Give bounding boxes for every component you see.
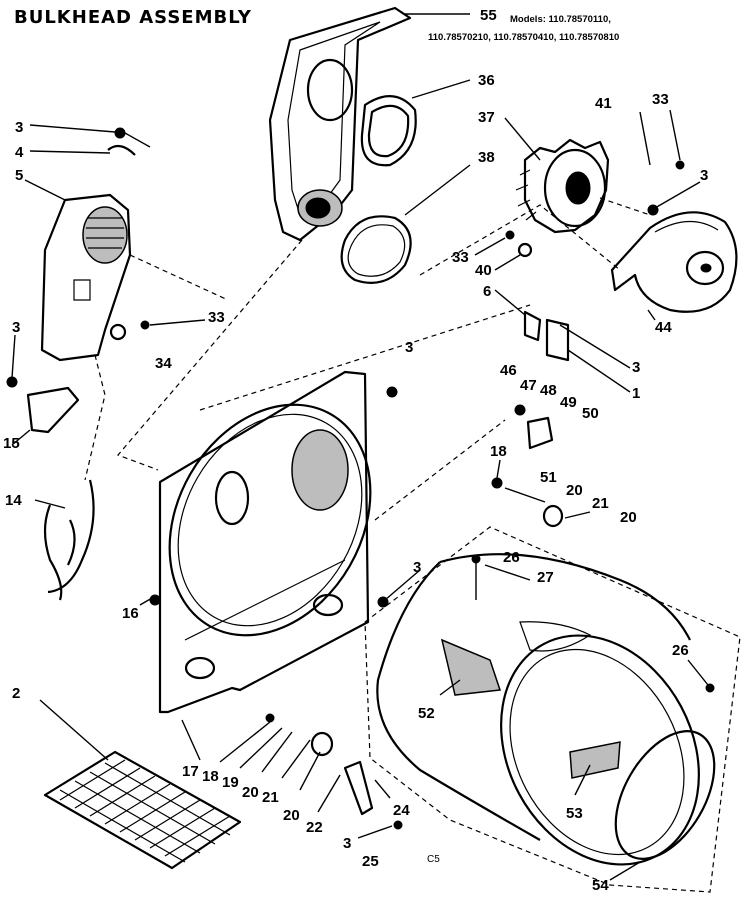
callout-51: 51	[540, 469, 557, 486]
callout-20-bottom-a: 20	[242, 784, 259, 801]
callout-24: 24	[393, 802, 410, 819]
callout-26-top: 26	[503, 549, 520, 566]
left-exhaust-duct	[40, 193, 132, 362]
callout-19: 19	[222, 774, 239, 791]
callout-15: 15	[3, 435, 20, 452]
callout-18-bottom: 18	[202, 768, 219, 785]
callout-46: 46	[500, 362, 517, 379]
callout-33-middle: 33	[452, 249, 469, 266]
callout-4: 4	[15, 144, 24, 161]
callout-20-right-b: 20	[620, 509, 637, 526]
hardware-parts	[6, 127, 715, 830]
callout-20-bottom-b: 20	[283, 807, 300, 824]
callout-18-right: 18	[490, 443, 507, 460]
diagram-title: BULKHEAD ASSEMBLY	[14, 7, 252, 28]
duct-seal-ring	[340, 215, 412, 284]
callout-21-bottom: 21	[262, 789, 279, 806]
callout-3-drum: 3	[413, 559, 421, 576]
callout-41: 41	[595, 95, 612, 112]
blower-wheel	[515, 138, 610, 234]
callout-33-left: 33	[208, 309, 225, 326]
callout-3-top-right: 3	[700, 167, 708, 184]
callout-14: 14	[5, 492, 22, 509]
callout-5: 5	[15, 167, 23, 184]
upper-duct-housing	[268, 6, 417, 242]
callout-16: 16	[122, 605, 139, 622]
wire-harness	[43, 479, 95, 601]
page-watermark: C5	[427, 854, 440, 865]
callout-38: 38	[478, 149, 495, 166]
callout-33-top: 33	[652, 91, 669, 108]
callout-leaders	[11, 13, 709, 881]
callout-50: 50	[582, 405, 599, 422]
callout-40: 40	[475, 262, 492, 279]
callout-34: 34	[155, 355, 172, 372]
drum-front-seal	[614, 730, 716, 860]
callout-3-bottom: 3	[343, 835, 351, 852]
callout-26-right: 26	[672, 642, 689, 659]
callout-3-top-left: 3	[15, 119, 23, 136]
callout-47: 47	[520, 377, 537, 394]
callout-37: 37	[478, 109, 495, 126]
models-line-2: 110.78570210, 110.78570410, 110.78570810	[428, 32, 619, 43]
callout-3-bulkhead-top: 3	[405, 339, 413, 356]
callout-52: 52	[418, 705, 435, 722]
callout-55: 55	[480, 7, 497, 24]
callout-25: 25	[362, 853, 379, 870]
callout-48: 48	[540, 382, 557, 399]
callout-20-right-a: 20	[566, 482, 583, 499]
models-line-1: Models: 110.78570110,	[510, 14, 611, 25]
callout-21-right: 21	[592, 495, 609, 512]
mounting-bracket	[26, 386, 80, 434]
callout-49: 49	[560, 394, 577, 411]
callout-54: 54	[592, 877, 609, 894]
callout-1: 1	[632, 385, 640, 402]
callout-36: 36	[478, 72, 495, 89]
callout-3-left: 3	[12, 319, 20, 336]
callout-3-right: 3	[632, 359, 640, 376]
assembly-lines	[84, 197, 651, 521]
callout-27: 27	[537, 569, 554, 586]
callout-2: 2	[12, 685, 20, 702]
bulkhead-plate	[158, 370, 372, 714]
callout-22: 22	[306, 819, 323, 836]
callout-6: 6	[483, 283, 491, 300]
dryer-drum	[364, 526, 741, 893]
blower-housing	[610, 211, 738, 313]
lint-filter-grille	[43, 750, 242, 870]
callout-labels: 55 36 37 38 41 33 3 3 4 5 33 40 6 3 33 3…	[3, 7, 708, 894]
callout-44: 44	[655, 319, 672, 336]
callout-17: 17	[182, 763, 199, 780]
callout-53: 53	[566, 805, 583, 822]
